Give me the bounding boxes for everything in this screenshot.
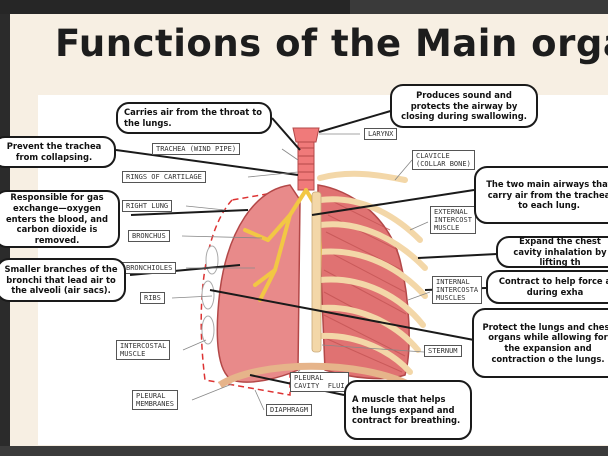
pleural-membrane-outline [200,189,291,396]
callout-ribs: Protect the lungs and chest organs while… [472,308,608,378]
top-band-right [350,0,608,14]
label-pleural-cavity: PLEURAL CAVITY FLUI [290,372,349,393]
callout-bronchioles: Smaller branches of the bronchi that lea… [0,258,126,302]
label-external-intercostal: EXTERNAL INTERCOST MUSCLE [430,206,476,235]
bottom-band [0,446,608,456]
callout-bronchi: The two main airways that carry air from… [474,166,608,224]
callout-internal-intercostal: Contract to help force a during exha [486,270,608,304]
diaphragm-shape [218,362,412,389]
label-trachea: TRACHEA (WIND PIPE) [152,143,241,156]
trachea-rings [298,147,314,181]
intercostal-ovals [201,245,219,345]
callout-larynx: Produces sound and protects the airway b… [390,84,538,128]
label-bronchioles: BRONCHIOLES [122,262,177,275]
larynx-shape [292,127,320,143]
label-clavicle: CLAVICLE (COLLAR BONE) [412,150,475,171]
ribs-group [317,196,428,375]
callout-diaphragm: A muscle that helps the lungs expand and… [344,380,472,440]
label-diaphragm: DIAPHRAGM [266,404,312,417]
label-internal-intercostal: INTERNAL INTERCOSTA MUSCLES [432,276,483,305]
label-rings-of-cartilage: RINGS OF CARTILAGE [122,171,206,184]
callout-throat-to-lungs: Carries air from the throat to the lungs… [116,102,272,134]
clavicle-shape [317,170,408,183]
label-sternum: STERNUM [424,345,462,358]
page-title: Functions of the Main organ [55,22,608,65]
label-larynx: LARYNX [364,128,398,141]
label-pleural-membranes: PLEURAL MEMBRANES [132,390,178,411]
label-ribs: RIBS [140,292,165,305]
callout-external-intercostal: Expand the chest cavity inhalation by li… [496,236,608,268]
label-leader-lines [171,133,431,411]
sternum-shape [311,191,322,353]
label-right-lung: RIGHT LUNG [122,200,173,213]
label-bronchus: BRONCHUS [128,230,170,243]
label-intercostal-muscle: INTERCOSTAL MUSCLE [116,340,171,361]
callout-lung: Responsible for gas exchange—oxygen ente… [0,190,120,248]
callout-trachea-rings: Prevent the trachea from collapsing. [0,136,116,168]
